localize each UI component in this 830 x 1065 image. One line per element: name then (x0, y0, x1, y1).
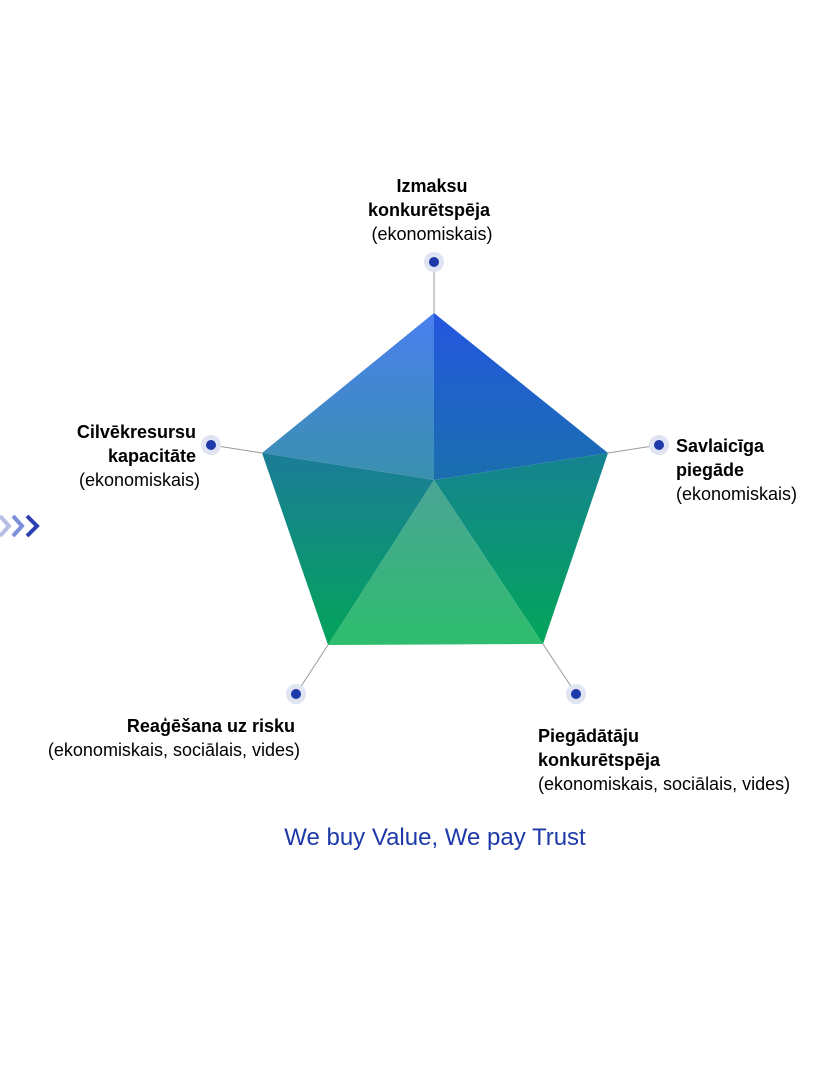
label-cost: Izmaksu konkurētspēja (ekonomiskais) (332, 174, 532, 246)
segment-top-left (262, 313, 434, 480)
slogan-text: We buy Value, We pay Trust (284, 824, 586, 851)
label-cost-title-1: Izmaksu (396, 176, 468, 196)
segment-bottom (328, 480, 543, 645)
segment-top-right (434, 313, 608, 480)
label-supplier-title-2: konkurētspēja (538, 750, 661, 770)
label-hr-title-1: Cilvēkresursu (76, 422, 196, 442)
label-cost-title-2: konkurētspēja (367, 200, 491, 220)
label-delivery-title-1: Savlaicīga (676, 436, 765, 456)
label-delivery-title-2: piegāde (676, 460, 745, 480)
label-risk: Reaģēšana uz risku (ekonomiskais, sociāl… (10, 714, 300, 762)
pentagon (262, 313, 608, 645)
label-delivery-subtitle: (ekonomiskais) (676, 484, 798, 504)
dot-risk (286, 684, 306, 704)
label-hr: Cilvēkresursu kapacitāte (ekonomiskais) (20, 420, 200, 492)
dot-supplier (566, 684, 586, 704)
label-delivery: Savlaicīga piegāde (ekonomiskais) (676, 434, 826, 506)
dot-hr (201, 435, 221, 455)
node-dots (201, 252, 669, 704)
label-supplier-title-1: Piegādātāju (538, 726, 640, 746)
label-risk-subtitle: (ekonomiskais, sociālais, vides) (47, 740, 300, 760)
segment-left (262, 453, 434, 645)
dot-delivery (649, 435, 669, 455)
dot-cost (424, 252, 444, 272)
label-risk-title-1: Reaģēšana uz risku (126, 716, 295, 736)
label-hr-title-2: kapacitāte (107, 446, 196, 466)
chevrons-arrow-icon (0, 514, 40, 538)
label-hr-subtitle: (ekonomiskais) (78, 470, 200, 490)
label-supplier-subtitle: (ekonomiskais, sociālais, vides) (538, 774, 791, 794)
segment-right (434, 453, 608, 644)
label-supplier: Piegādātāju konkurētspēja (ekonomiskais,… (538, 724, 828, 796)
label-cost-subtitle: (ekonomiskais) (371, 224, 493, 244)
